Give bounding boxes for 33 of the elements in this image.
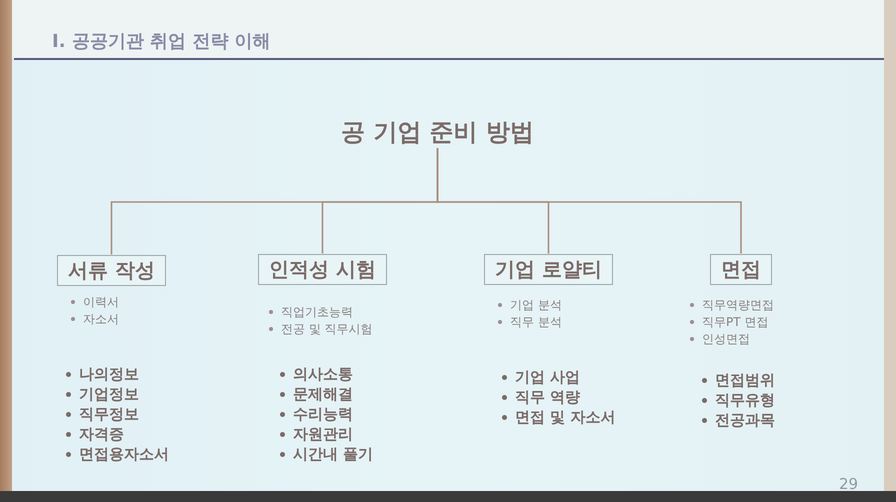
bullet-item: 이력서 — [83, 294, 119, 310]
category-box: 면접 — [710, 254, 772, 285]
bullet-item: 자소서 — [83, 311, 119, 327]
page-number: 29 — [839, 475, 858, 493]
category-box: 기업 로얄티 — [484, 254, 613, 285]
bullet-item: 직무 역량 — [515, 387, 580, 407]
bullet-item: 직무유형 — [715, 390, 775, 410]
bullet-item: 면접범위 — [715, 370, 775, 390]
bullet-item: 전공과목 — [715, 410, 775, 430]
bullet-item: 시간내 풀기 — [293, 444, 374, 464]
bullet-item: 면접용자소서 — [79, 444, 169, 464]
category-box: 서류 작성 — [57, 255, 166, 286]
category-box: 인적성 시험 — [258, 254, 387, 285]
bullet-item: 기업 분석 — [510, 297, 562, 313]
bullet-item: 직무역량면접 — [702, 297, 774, 313]
bullet-item: 직무정보 — [79, 404, 139, 424]
bullet-item: 나의정보 — [79, 364, 139, 384]
bullet-item: 의사소통 — [293, 364, 353, 384]
bullet-item: 자격증 — [79, 424, 124, 444]
bullet-item: 직무 분석 — [510, 314, 562, 330]
bullet-item: 전공 및 직무시험 — [281, 321, 373, 337]
slide-title: I. 공공기관 취업 전략 이해 — [52, 31, 271, 53]
bullet-item: 직무PT 면접 — [702, 314, 768, 330]
connector-line — [436, 148, 742, 254]
bullet-item: 기업 사업 — [515, 367, 580, 387]
bullet-item: 수리능력 — [293, 404, 353, 424]
bullet-item: 기업정보 — [79, 384, 139, 404]
bullet-item: 면접 및 자소서 — [515, 407, 616, 427]
root-heading: 공 기업 준비 방법 — [341, 117, 534, 147]
bullet-item: 인성면접 — [702, 331, 750, 347]
bullet-item: 문제해결 — [293, 384, 353, 404]
bullet-item: 자원관리 — [293, 424, 353, 444]
bullet-item: 직업기초능력 — [281, 304, 353, 320]
